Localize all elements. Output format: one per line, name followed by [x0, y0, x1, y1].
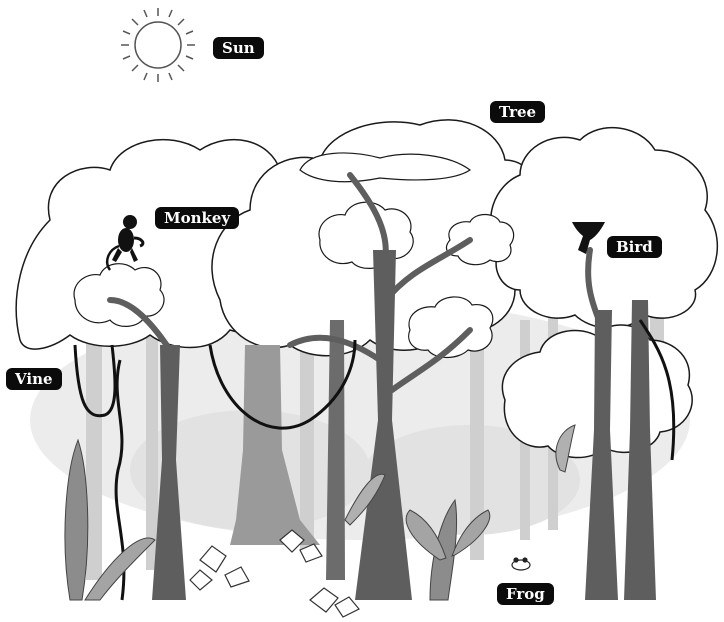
sun-label: Sun: [213, 37, 264, 59]
frog-illustration: [512, 558, 530, 570]
frog-label: Frog: [497, 583, 554, 605]
monkey-label: Monkey: [155, 207, 239, 229]
sun-illustration: [121, 8, 195, 82]
vine-label: Vine: [6, 368, 62, 390]
tree-label: Tree: [490, 101, 545, 123]
bird-label: Bird: [607, 236, 662, 258]
